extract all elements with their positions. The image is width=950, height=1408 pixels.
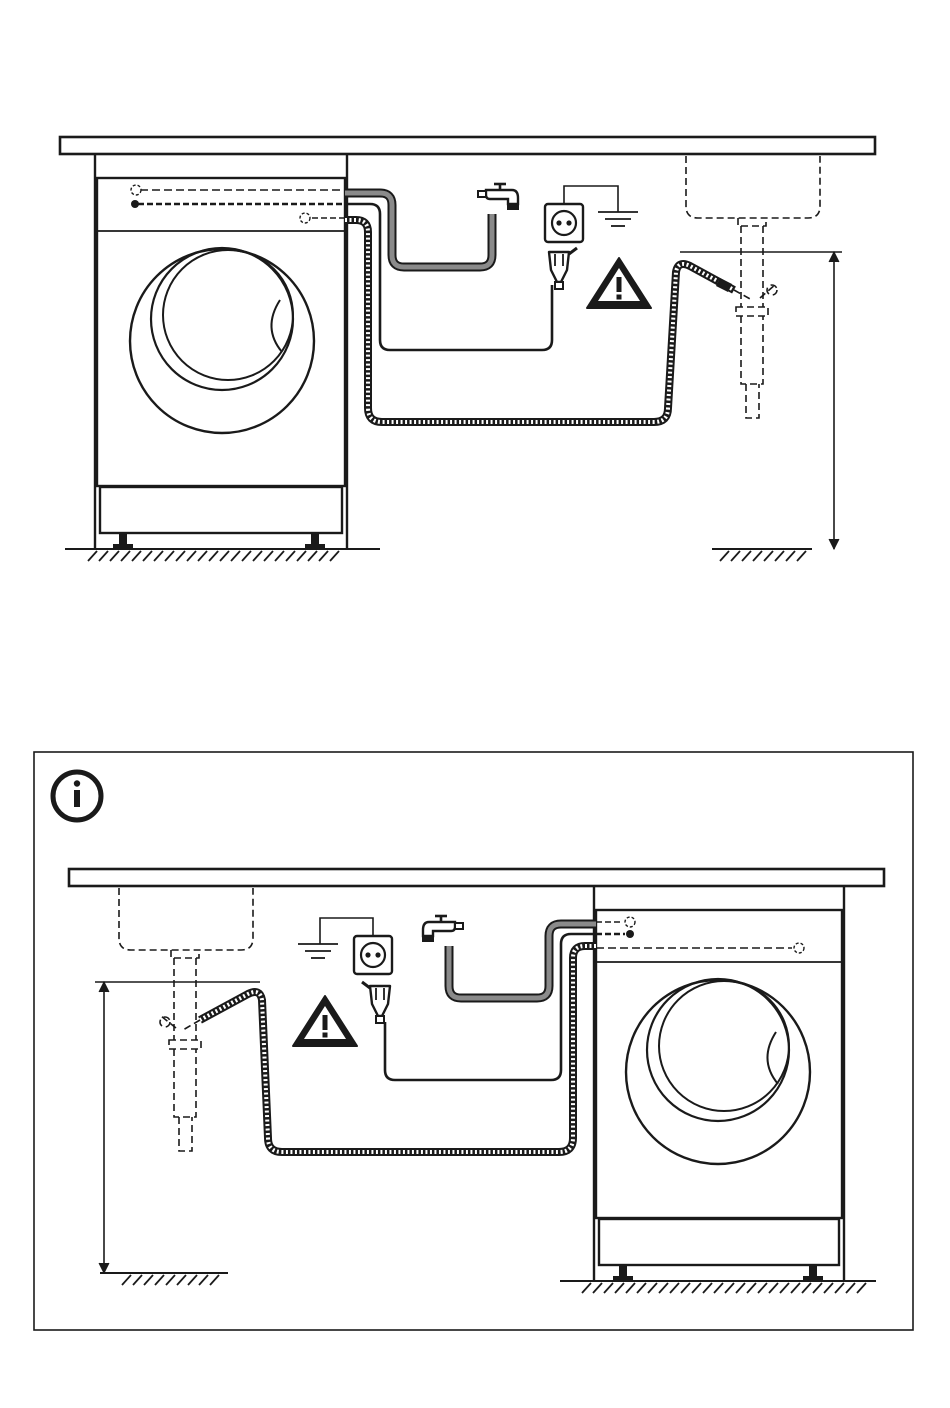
floor-hatch <box>132 551 141 561</box>
floor-hatch <box>308 551 317 561</box>
floor-hatch <box>242 551 251 561</box>
washing-machine-icon <box>97 178 345 549</box>
floor-hatch <box>176 551 185 561</box>
countertop <box>69 869 884 886</box>
floor-hatch <box>143 551 152 561</box>
floor-hatch <box>275 551 284 561</box>
info-icon <box>53 772 101 820</box>
floor-hatch <box>231 551 240 561</box>
floor-hatch <box>99 551 108 561</box>
warning-triangle-icon <box>587 258 651 308</box>
power-socket-icon <box>545 204 583 242</box>
floor-hatch <box>286 551 295 561</box>
floor-hatch <box>220 551 229 561</box>
floor <box>65 549 380 561</box>
bottom-figure <box>34 752 913 1330</box>
countertop <box>60 137 875 154</box>
floor-hatch <box>742 551 751 561</box>
floor-hatch <box>297 551 306 561</box>
water-tap-icon <box>478 184 519 210</box>
power-cable <box>345 204 552 350</box>
power-socket-icon <box>354 936 392 974</box>
floor-hatch <box>330 551 339 561</box>
plug-icon <box>549 248 577 289</box>
floor-hatch <box>121 551 130 561</box>
floor-hatch <box>797 551 806 561</box>
floor-hatch <box>88 551 97 561</box>
floor-hatch <box>165 551 174 561</box>
floor-hatch <box>110 551 119 561</box>
floor-hatch <box>720 551 729 561</box>
sink-icon <box>686 156 820 418</box>
ground-symbol-icon <box>598 212 638 226</box>
floor-hatch <box>753 551 762 561</box>
floor-hatch <box>209 551 218 561</box>
floor-hatch <box>786 551 795 561</box>
floor-hatch <box>775 551 784 561</box>
floor <box>712 549 812 561</box>
drain-hose <box>345 220 734 422</box>
floor-hatch <box>264 551 273 561</box>
floor-hatch <box>319 551 328 561</box>
floor-hatch <box>198 551 207 561</box>
floor-hatch <box>187 551 196 561</box>
washing-machine-icon <box>596 910 842 1281</box>
floor-hatch <box>764 551 773 561</box>
floor-hatch <box>154 551 163 561</box>
floor-hatch <box>253 551 262 561</box>
floor-hatch <box>731 551 740 561</box>
top-figure <box>60 137 875 561</box>
